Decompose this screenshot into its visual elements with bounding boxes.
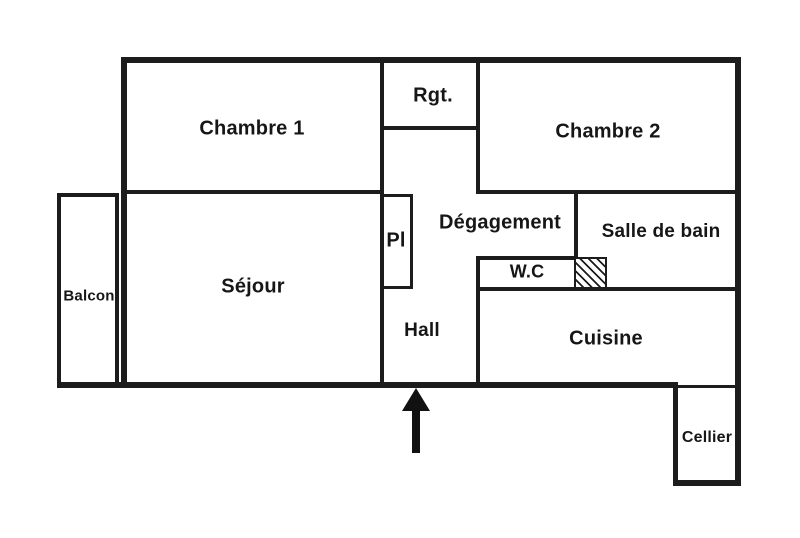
wall-chambre1-bottom (121, 190, 384, 194)
wall-hall-cuisine (476, 256, 480, 388)
wall-sejour-right (380, 57, 384, 388)
wall-exterior-left (121, 57, 127, 388)
wall-placard-bottom (380, 286, 413, 289)
wall-balcon-left (57, 193, 61, 384)
wall-placard-top (380, 194, 413, 197)
room-label-rangement: Rgt. (413, 84, 453, 107)
room-label-hall: Hall (404, 320, 440, 341)
room-label-cuisine: Cuisine (569, 327, 643, 350)
wall-cellier-top (678, 385, 735, 388)
wall-cuisine-top (476, 287, 741, 291)
room-label-cellier: Cellier (681, 429, 733, 446)
room-label-balcon: Balcon (63, 287, 115, 305)
wall-cellier-left (673, 385, 678, 485)
room-label-sejour: Séjour (221, 275, 285, 298)
room-label-placard: Pl (386, 229, 406, 252)
wall-wc-top (476, 256, 578, 260)
wall-placard-right (410, 194, 413, 289)
room-label-wc: W.C (509, 261, 545, 282)
room-label-chambre-2: Chambre 2 (555, 120, 661, 143)
wall-cellier-bottom (673, 480, 741, 486)
wall-salledebain-left (574, 190, 578, 260)
room-label-salle-de-bain: Salle de bain (601, 221, 721, 242)
wall-balcon-right (115, 193, 119, 384)
duct-hatch-icon (574, 257, 607, 289)
wall-chambre2-left (476, 57, 480, 194)
entrance-arrow-head (402, 388, 430, 411)
room-label-degagement: Dégagement (438, 211, 562, 234)
wall-rgt-bottom (380, 126, 480, 130)
entrance-arrow-shaft (412, 409, 420, 453)
wall-exterior-top (121, 57, 741, 63)
wall-balcon-top (57, 193, 118, 197)
wall-chambre2-bottom (476, 190, 741, 194)
room-label-chambre-1: Chambre 1 (199, 117, 305, 140)
wall-exterior-right (735, 57, 741, 486)
wall-exterior-bottom (57, 382, 678, 388)
